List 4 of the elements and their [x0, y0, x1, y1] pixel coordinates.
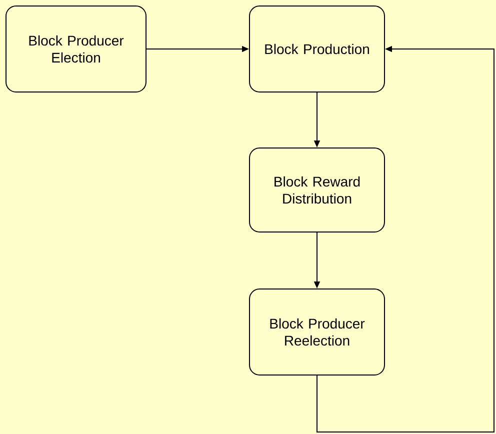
process-box: Block Producer Reelection: [249, 288, 385, 376]
process-box: Block Producer Election: [6, 6, 146, 92]
process-box: Block Reward Distribution: [249, 148, 385, 232]
process-box: Block Production: [249, 6, 385, 92]
